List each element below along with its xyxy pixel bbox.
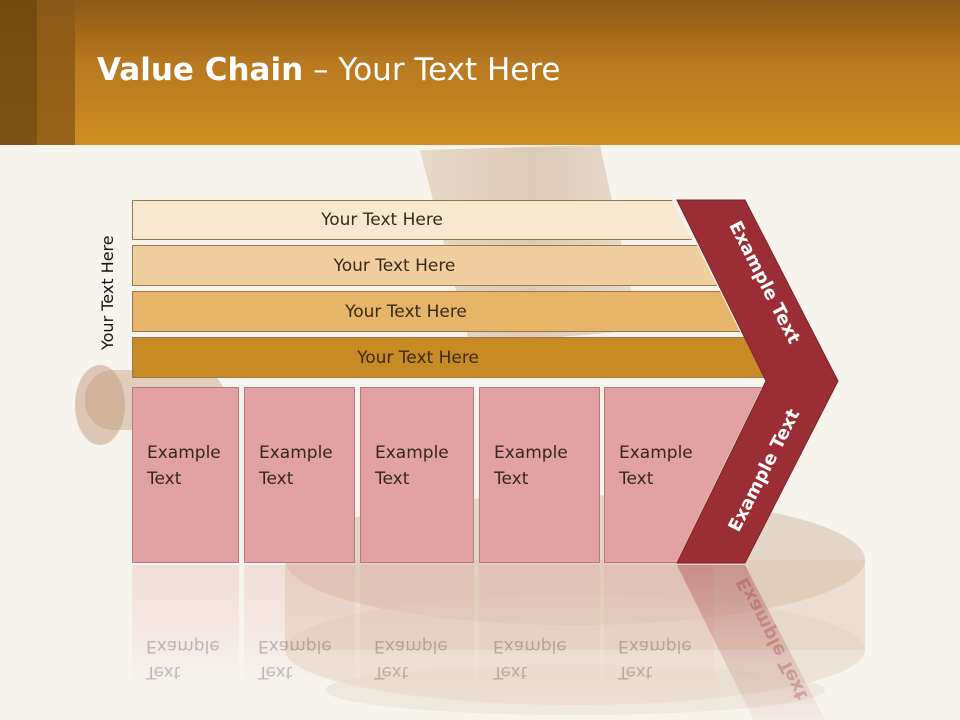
margin-chevron-shape: [676, 199, 839, 564]
support-bar-1: Your Text Here: [132, 200, 692, 240]
title-bold: Value Chain: [97, 52, 304, 88]
support-bar-4-label: Your Text Here: [357, 347, 479, 368]
support-bar-3: Your Text Here: [132, 291, 740, 332]
support-bar-2: Your Text Here: [132, 245, 717, 286]
header-accent-dark: [0, 0, 37, 145]
margin-chevron-reflection: [677, 565, 826, 720]
header-accent-mid: [37, 0, 75, 145]
support-bar-2-label: Your Text Here: [333, 255, 456, 276]
slide-title: Value Chain – Your Text Here: [97, 52, 560, 88]
header-band: Value Chain – Your Text Here: [0, 0, 960, 145]
title-rest: – Your Text Here: [303, 52, 561, 88]
support-bar-4: Your Text Here: [132, 337, 764, 378]
support-bar-1-label: Your Text Here: [321, 210, 443, 230]
support-bar-3-label: Your Text Here: [345, 301, 467, 322]
